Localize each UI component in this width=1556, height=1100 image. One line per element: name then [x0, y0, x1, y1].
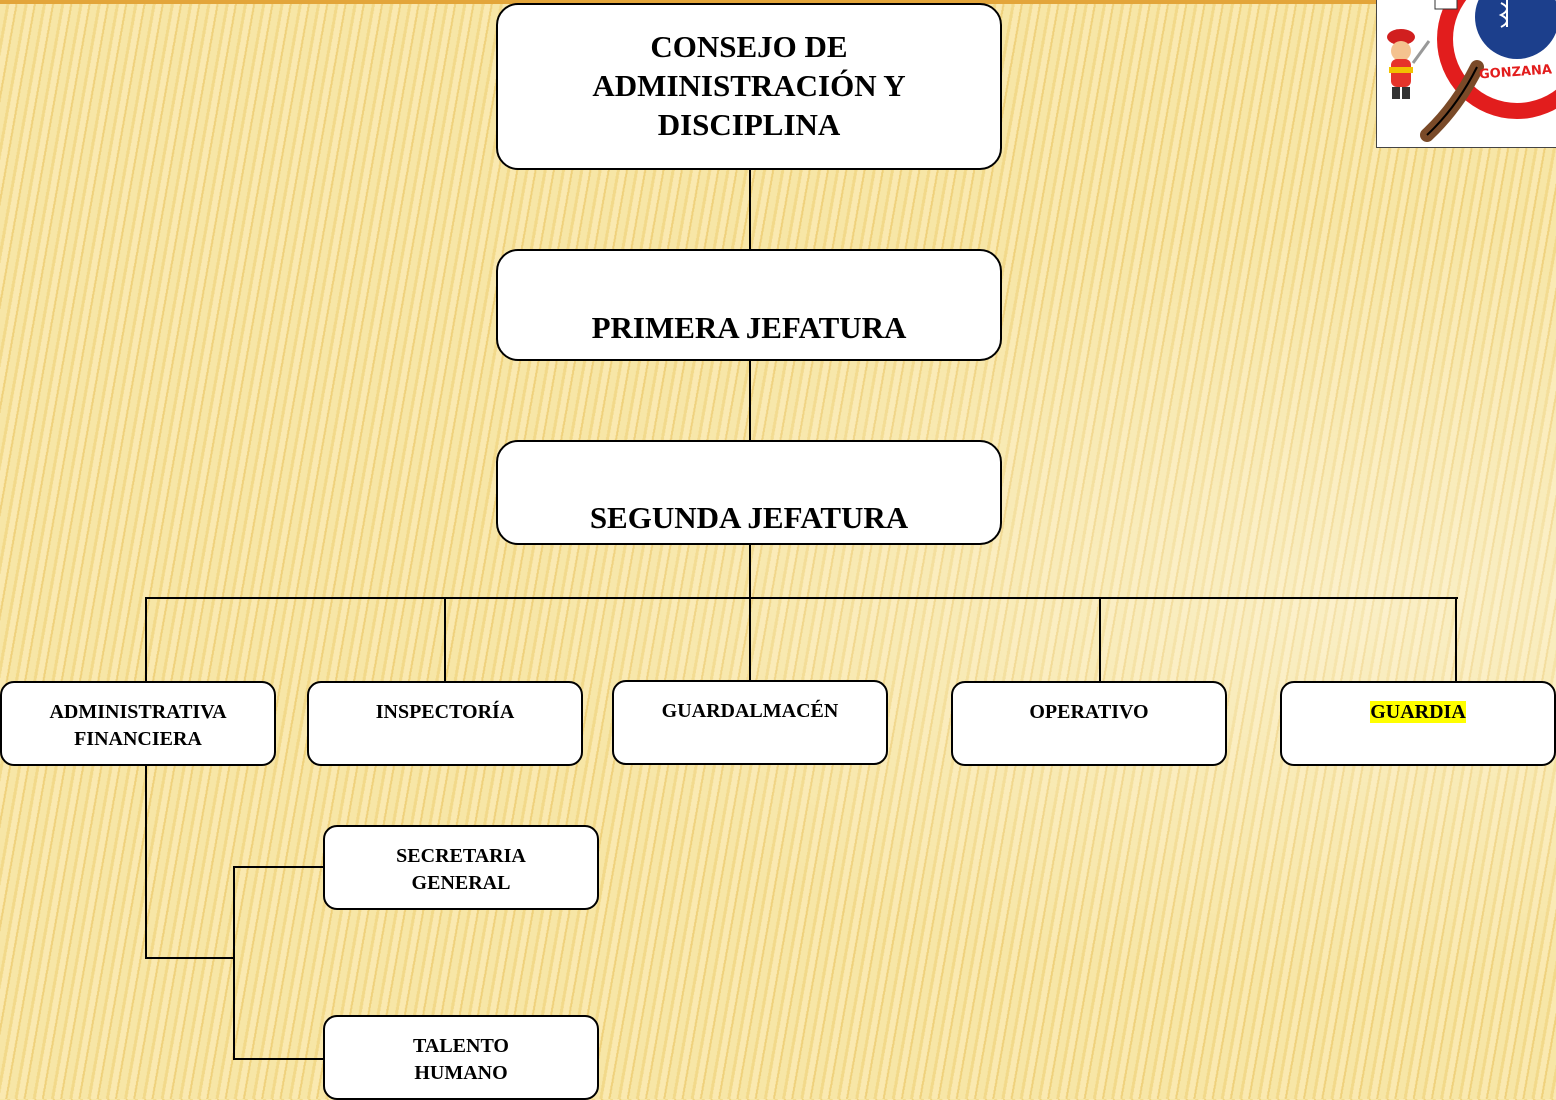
connector-to-sub-branch	[145, 957, 235, 959]
top-accent-bar	[0, 0, 1556, 4]
node-segunda-jefatura: SEGUNDA JEFATURA	[496, 440, 1002, 545]
node-inspectoria: INSPECTORÍA	[307, 681, 583, 766]
horizontal-bus	[146, 597, 1458, 599]
connector-talento	[233, 1058, 325, 1060]
drop-operativo	[1099, 597, 1101, 682]
sub-branch-vertical	[233, 866, 235, 1060]
node-talento-humano: TALENTO HUMANO	[323, 1015, 599, 1100]
node-guardia: GUARDIA	[1280, 681, 1556, 766]
connector-primera-segunda	[749, 359, 751, 442]
node-primera-label: PRIMERA JEFATURA	[591, 310, 907, 345]
node-operativo-label: OPERATIVO	[1029, 701, 1149, 723]
drop-guardia	[1455, 597, 1457, 682]
node-guardalmacen-label: GUARDALMACÉN	[661, 700, 839, 722]
firefighter-emblem-icon	[1387, 0, 1556, 142]
node-talento-label: TALENTO HUMANO	[413, 1035, 509, 1084]
connector-administrativa-down	[145, 765, 147, 959]
drop-inspectoria	[444, 597, 446, 682]
node-segunda-label: SEGUNDA JEFATURA	[589, 500, 909, 535]
node-secretaria-general: SECRETARIA GENERAL	[323, 825, 599, 910]
node-consejo: CONSEJO DE ADMINISTRACIÓN Y DISCIPLINA	[496, 3, 1002, 170]
node-inspectoria-label: INSPECTORÍA	[375, 701, 515, 723]
connector-segunda-bus	[749, 543, 751, 599]
node-administrativa-label: ADMINISTRATIVA FINANCIERA	[49, 701, 227, 750]
connector-secretaria	[233, 866, 325, 868]
node-consejo-label: CONSEJO DE ADMINISTRACIÓN Y DISCIPLINA	[592, 29, 906, 142]
connector-consejo-primera	[749, 168, 751, 251]
node-administrativa-financiera: ADMINISTRATIVA FINANCIERA	[0, 681, 276, 766]
drop-guardalmacen	[749, 597, 751, 682]
node-guardia-label: GUARDIA	[1370, 701, 1466, 723]
node-primera-jefatura: PRIMERA JEFATURA	[496, 249, 1002, 361]
node-secretaria-label: SECRETARIA GENERAL	[396, 845, 526, 894]
drop-administrativa	[145, 597, 147, 682]
node-guardalmacen: GUARDALMACÉN	[612, 680, 888, 765]
logo: GONZANA	[1376, 0, 1556, 148]
node-operativo: OPERATIVO	[951, 681, 1227, 766]
